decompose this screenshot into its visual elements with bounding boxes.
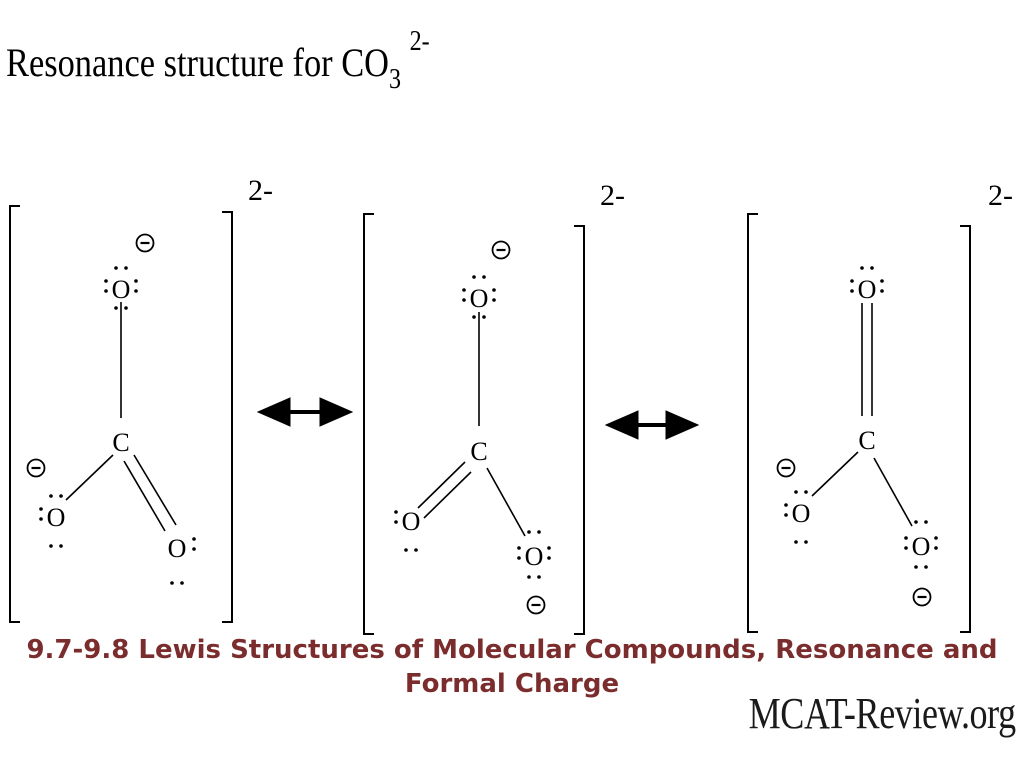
lone-pairs-3 (784, 266, 938, 569)
bonds-3 (811, 303, 913, 527)
bracket-left-3 (747, 213, 758, 633)
bracket-right-2 (574, 225, 585, 635)
atom-oxygen-1c: O (168, 534, 187, 563)
atom-oxygen-3c: O (912, 532, 931, 561)
structure-1: 2- C O O O (9, 174, 273, 623)
lone-pairs-2 (394, 275, 551, 579)
resonance-arrow-1 (256, 397, 354, 427)
caption-line-1: 9.7-9.8 Lewis Structures of Molecular Co… (26, 635, 998, 665)
title-superscript: 2- (410, 25, 430, 56)
bonds-1 (65, 302, 177, 532)
formal-charge-icon (526, 595, 546, 615)
formal-charge-icon (776, 458, 796, 478)
structure-3: 2- C O O O (747, 179, 1013, 633)
title-subscript: 3 (389, 63, 401, 94)
atom-carbon-3: C (858, 426, 875, 455)
formal-charge-icon (26, 458, 46, 478)
slide-caption: 9.7-9.8 Lewis Structures of Molecular Co… (0, 633, 1024, 701)
caption-line-2: Formal Charge (404, 669, 620, 699)
bracket-left-2 (363, 213, 374, 635)
ion-charge-label-3: 2- (988, 179, 1013, 212)
atom-oxygen-3a: O (858, 275, 877, 304)
bonds-2 (417, 312, 526, 537)
atom-carbon-2: C (470, 437, 487, 466)
atom-oxygen-2b: O (402, 507, 421, 536)
resonance-arrow-2 (604, 410, 700, 440)
bracket-left-1 (9, 205, 20, 623)
slide-title: Resonance structure for CO3 2- (6, 25, 430, 94)
atom-oxygen-3b: O (792, 499, 811, 528)
bracket-right-1 (222, 211, 233, 623)
lone-pairs-1 (39, 266, 196, 585)
atom-oxygen-1a: O (112, 275, 131, 304)
atom-oxygen-2c: O (525, 542, 544, 571)
formal-charge-icon (912, 587, 932, 607)
structure-2: 2- C O O O (363, 179, 625, 635)
formal-charge-icon (491, 240, 511, 260)
atom-carbon-1: C (112, 428, 129, 457)
title-main: Resonance structure for CO (6, 42, 389, 86)
bracket-right-3 (960, 225, 971, 633)
formal-charge-icon (135, 233, 155, 253)
ion-charge-label-2: 2- (600, 179, 625, 212)
ion-charge-label-1: 2- (248, 174, 273, 207)
atom-oxygen-1b: O (47, 503, 66, 532)
atom-oxygen-2a: O (470, 284, 489, 313)
watermark-text: MCAT-Review.org (748, 689, 1017, 738)
